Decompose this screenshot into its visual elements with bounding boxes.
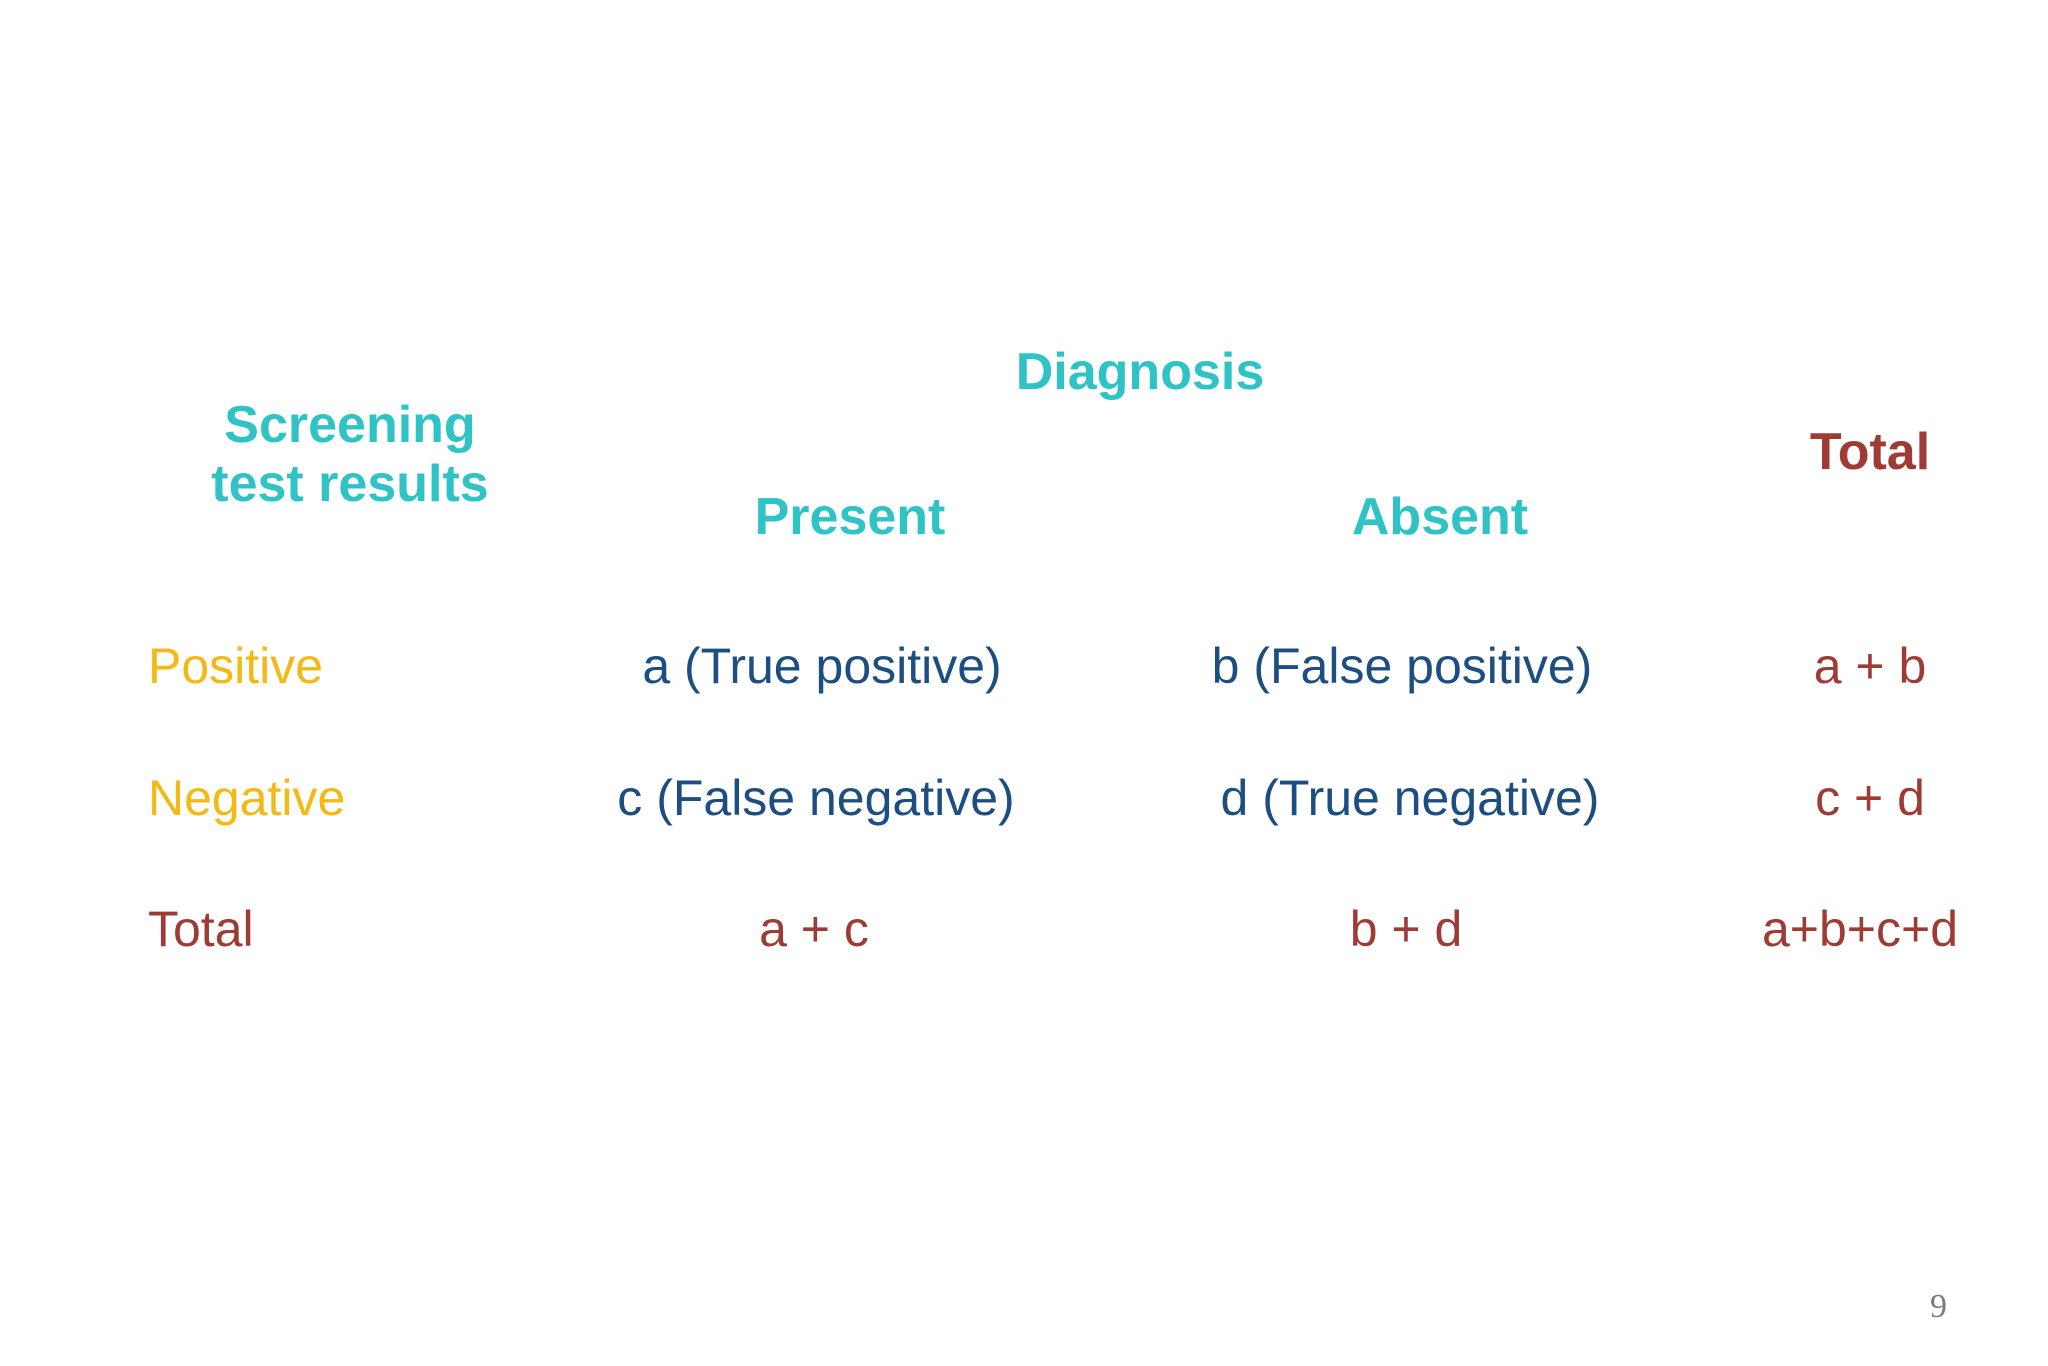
table-cell-negative-absent: d (True negative) [1220, 770, 1600, 826]
table-cell-positive-absent: b (False positive) [1211, 638, 1593, 694]
column-header-absent: Absent [1351, 488, 1529, 546]
table-cell-total-absent: b + d [1349, 901, 1463, 957]
page-number: 9 [1930, 1288, 1947, 1325]
row-label-positive: Positive [148, 638, 324, 694]
diagnosis-group-header: Diagnosis [1015, 343, 1265, 401]
column-header-present: Present [754, 488, 946, 546]
table-cell-negative-total: c + d [1815, 770, 1925, 826]
table-cell-positive-present: a (True positive) [642, 638, 1002, 694]
screening-header-line2: test results [211, 454, 489, 513]
row-label-total: Total [148, 901, 254, 957]
table-cell-positive-total: a + b [1813, 638, 1927, 694]
column-header-total: Total [1809, 423, 1931, 481]
screening-header-line1: Screening [224, 396, 476, 454]
table-cell-total-total: a+b+c+d [1761, 901, 1959, 957]
table-cell-negative-present: c (False negative) [617, 770, 1015, 826]
row-label-negative: Negative [148, 770, 346, 826]
table-cell-total-present: a + c [759, 901, 869, 957]
screening-test-results-header: Screening test results [0, 398, 700, 511]
